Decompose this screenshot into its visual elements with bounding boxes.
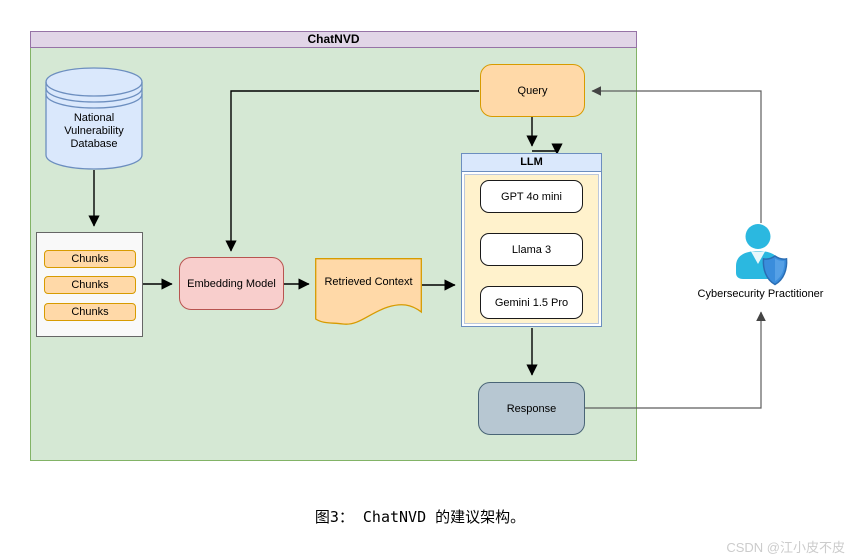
document-shape-icon <box>315 258 422 325</box>
chunk-item: Chunks <box>44 250 136 268</box>
nvd-database-node: National Vulnerability Database <box>45 66 143 171</box>
llm-body: GPT 4o mini Llama 3 Gemini 1.5 Pro <box>464 174 599 324</box>
practitioner-icon <box>731 223 789 289</box>
practitioner-label: Cybersecurity Practitioner <box>697 288 824 300</box>
model-gpt4o-mini: GPT 4o mini <box>480 180 583 213</box>
database-cylinder-icon <box>45 67 143 170</box>
csdn-watermark: CSDN @江小皮不皮 <box>726 540 845 555</box>
response-node: Response <box>478 382 585 435</box>
container-title: ChatNVD <box>30 31 637 48</box>
model-gemini-15-pro: Gemini 1.5 Pro <box>480 286 583 319</box>
chunk-item: Chunks <box>44 303 136 321</box>
llm-title: LLM <box>462 154 601 172</box>
query-node: Query <box>480 64 585 117</box>
chunk-item: Chunks <box>44 276 136 294</box>
chunks-panel: Chunks Chunks Chunks <box>36 232 143 337</box>
retrieved-context-label: Retrieved Context <box>324 276 413 288</box>
figure-caption: 图3： ChatNVD 的建议架构。 <box>314 508 526 526</box>
model-llama3: Llama 3 <box>480 233 583 266</box>
embedding-model-node: Embedding Model <box>179 257 284 310</box>
nvd-label: National Vulnerability Database <box>64 112 124 150</box>
llm-container: LLM GPT 4o mini Llama 3 Gemini 1.5 Pro <box>461 153 602 327</box>
retrieved-context-node: Retrieved Context <box>315 258 422 326</box>
